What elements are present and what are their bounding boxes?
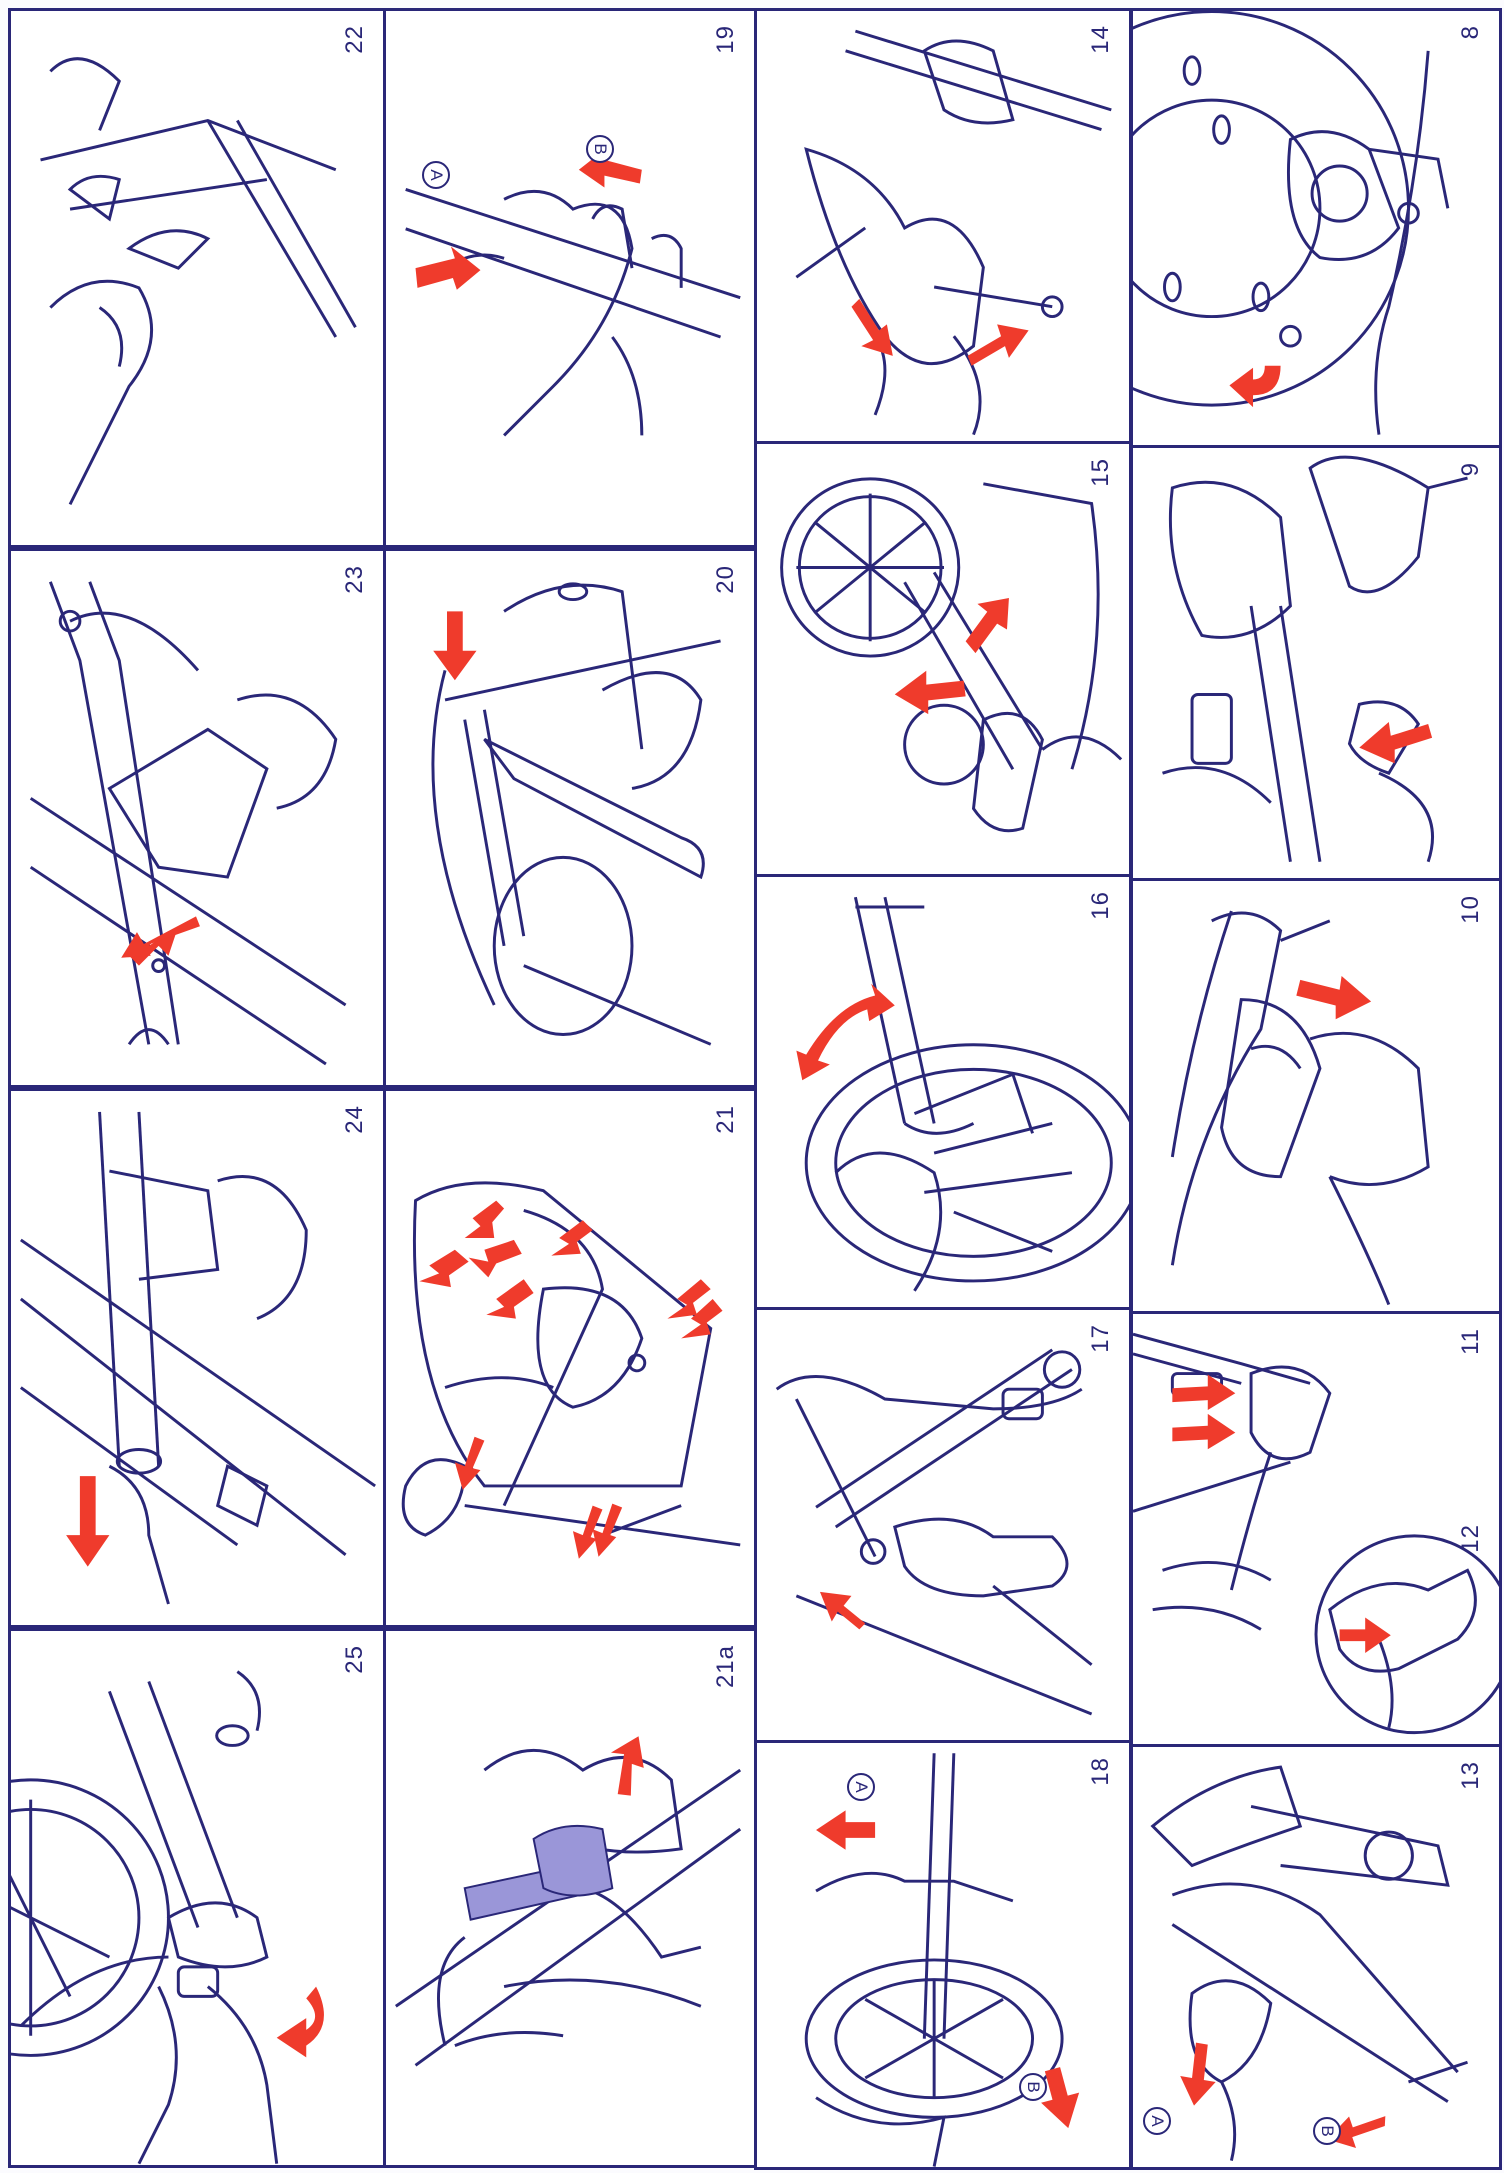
step-number: 24: [341, 1105, 368, 1134]
step-number: 11: [1457, 1328, 1484, 1355]
callout-a: A: [1143, 2107, 1171, 2135]
step-number-inset: 12: [1457, 1524, 1484, 1553]
callout-b: B: [586, 135, 614, 163]
panel-8: 8: [1130, 8, 1502, 448]
panel-16-illustration: [796, 896, 1129, 1292]
step-number: 22: [341, 25, 368, 54]
panel-16: 16: [754, 874, 1132, 1310]
panel-21: 21: [383, 1088, 757, 1628]
panel-22-illustration: [40, 57, 357, 506]
callout-a: A: [847, 1773, 875, 1801]
panel-10: 10: [1130, 878, 1502, 1314]
panel-10-illustration: [1170, 910, 1430, 1306]
step-number: 21: [712, 1105, 739, 1134]
panel-14: 14: [754, 8, 1132, 444]
panel-24: 24: [8, 1088, 386, 1628]
step-number: 18: [1087, 1757, 1114, 1786]
step-number: 20: [712, 565, 739, 594]
panel-20-illustration: [431, 582, 721, 1046]
panel-17-illustration: [775, 1348, 1093, 1716]
step-number: 15: [1087, 458, 1114, 487]
step-number: 23: [341, 565, 368, 594]
panel-17: 17: [754, 1307, 1132, 1743]
panel-21a: 21a: [383, 1628, 757, 2168]
step-number: 10: [1457, 895, 1484, 924]
step-number: 8: [1457, 25, 1484, 40]
step-number: 13: [1457, 1761, 1484, 1790]
step-number: 14: [1087, 25, 1114, 54]
panel-21a-illustration: [395, 1736, 742, 2067]
panel-25: 25: [8, 1628, 386, 2168]
panel-15-illustration: [780, 477, 1123, 833]
step-number: 9: [1457, 462, 1484, 477]
callout-b: B: [1313, 2117, 1341, 2145]
panel-11-illustration: [1133, 1332, 1499, 1735]
panel-21-illustration: [401, 1181, 741, 1559]
panel-9-illustration: [1162, 455, 1468, 863]
step-number: 19: [712, 25, 739, 54]
callout-b: B: [1019, 2073, 1047, 2101]
panel-22: 22: [8, 8, 386, 548]
panel-13-illustration: [1150, 1765, 1468, 2162]
panel-19-illustration: [405, 148, 741, 437]
panel-14-illustration: [795, 29, 1112, 436]
step-number: 17: [1087, 1324, 1114, 1353]
step-number: 16: [1087, 891, 1114, 920]
panel-18: A B 18: [754, 1740, 1132, 2170]
panel-11-12: 11 12: [1130, 1311, 1502, 1747]
step-number: 21a: [712, 1645, 739, 1689]
panel-13: A B 13: [1130, 1744, 1502, 2170]
panel-18-illustration: [804, 1753, 1080, 2167]
panel-8-illustration: [1133, 11, 1450, 435]
panel-20: 20: [383, 548, 757, 1088]
panel-24-illustration: [19, 1111, 376, 1605]
callout-a: A: [422, 161, 450, 189]
panel-15: 15: [754, 441, 1132, 877]
panel-25-illustration: [11, 1670, 324, 2165]
panel-23: 23: [8, 548, 386, 1088]
step-number: 25: [341, 1645, 368, 1674]
panel-9: 9: [1130, 445, 1502, 881]
panel-23-illustration: [29, 581, 347, 1066]
detail-inset-12: [1314, 1534, 1499, 1735]
panel-19: A B 19: [383, 8, 757, 548]
